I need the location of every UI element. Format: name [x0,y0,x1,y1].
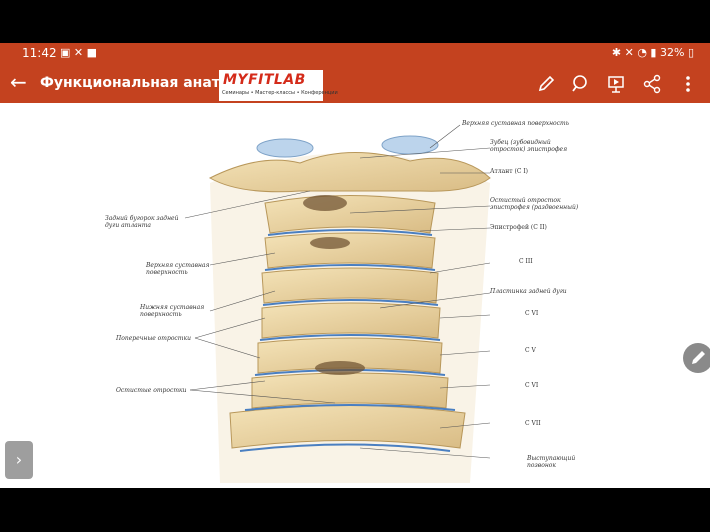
label-c6-lower: C VI [525,382,539,389]
page-title: Функциональная анатомия [40,75,260,91]
label-dens: Зубец (зубовидный отросток) эпистрофея [490,139,568,153]
label-axis-spinous-process: Остистый отросток эпистрофея (раздвоенны… [490,197,579,211]
label-posterior-tubercle: Задний бугорок задней дуги атланта [105,215,179,229]
more-icon[interactable] [677,73,699,95]
presentation-icon[interactable] [605,73,627,95]
status-right: ✱ ✕ ◔ ▮ 32% ▯ [612,46,694,59]
cervical-spine-illustration [184,124,491,483]
label-c7: C VII [525,420,541,427]
slide-content: Верхняя суставная поверхность Зубец (зуб… [0,103,710,488]
label-spinous-processes: Остистые отростки [116,387,187,394]
status-left-icons: ▣ ✕ ■ [60,46,97,59]
battery-icon: ▯ [687,46,694,59]
label-superior-articular-surface-top: Верхняя суставная поверхность [462,120,569,127]
status-time: 11:42 [22,46,57,60]
share-icon[interactable] [641,73,663,95]
label-c5: C V [525,347,536,354]
label-c3: C III [519,258,533,265]
label-axis: Эпистрофей (C II) [490,224,547,231]
label-inferior-articular-surface: Нижняя суставная поверхность [140,304,205,318]
gallery-icon: ▣ [60,46,71,59]
label-superior-articular-surface: Верхняя суставная поверхность [146,262,210,276]
pencil-icon [692,351,705,364]
signal-icon: ▮ [650,46,657,59]
status-bar: 11:42 ▣ ✕ ■ ✱ ✕ ◔ ▮ 32% ▯ [0,43,710,65]
logo-subtitle: Семинары • Мастер-классы • Конференции [222,90,338,96]
mute-icon: ✕ [624,46,634,59]
app-bar: ← Функциональная анатомия MYFITLAB Семин… [0,65,710,103]
edit-fab-button[interactable] [683,343,710,373]
search-icon[interactable] [570,73,592,95]
label-c6-upper: C VI [525,310,539,317]
bluetooth-icon: ✱ [611,46,622,59]
wifi-icon: ◔ [637,46,647,59]
label-atlas: Атлант (C I) [490,168,529,175]
label-lamina: Пластинка задней дуги [490,288,567,295]
back-arrow-icon[interactable]: ← [10,70,27,94]
label-prominent-vertebra: Выступающий позвонок [527,455,576,469]
cross-icon: ✕ [73,46,84,59]
video-icon: ■ [86,46,98,59]
next-slide-button[interactable]: › [5,441,33,479]
chevron-right-icon: › [15,450,23,469]
pen-icon[interactable] [535,73,557,95]
logo-main-text: MYFITLAB [223,72,306,88]
battery-percent: 32% [659,46,685,59]
logo: MYFITLAB Семинары • Мастер-классы • Конф… [219,70,338,101]
label-transverse-processes: Поперечные отростки [116,335,191,342]
